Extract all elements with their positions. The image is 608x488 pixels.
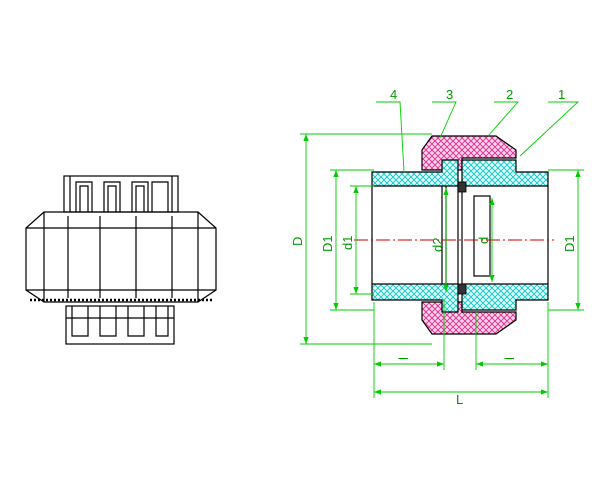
dimension-labels: D D1 d1 d2 d D1 l l L	[290, 235, 577, 407]
right-socket-top	[461, 159, 549, 187]
o-ring-seal	[457, 181, 467, 295]
dim-d2: d2	[430, 238, 445, 252]
callout-4: 4	[390, 87, 397, 102]
dim-d1: d1	[340, 236, 355, 250]
nut-thread	[462, 157, 516, 313]
bottom-socket	[65, 305, 175, 345]
left-socket-bottom	[371, 283, 459, 313]
pipe-union-external-view	[25, 175, 217, 345]
dim-l-left: l	[396, 357, 411, 360]
union-nut-body	[25, 211, 217, 303]
left-socket-top	[371, 159, 459, 187]
dim-L: L	[456, 392, 463, 407]
dim-D1-left: D1	[320, 235, 335, 252]
callout-3: 3	[446, 87, 453, 102]
dim-D: D	[290, 237, 305, 246]
dim-D1-right: D1	[562, 235, 577, 252]
callout-1: 1	[558, 87, 565, 102]
callout-leaders	[376, 101, 580, 173]
dim-d: d	[476, 237, 491, 244]
callout-2: 2	[506, 87, 513, 102]
callout-numbers: 4 3 2 1	[390, 87, 565, 102]
pipe-union-sectional-view	[354, 135, 554, 335]
dimension-lines	[300, 133, 584, 398]
dim-l-right: l	[502, 357, 517, 360]
right-socket-bottom	[461, 283, 549, 311]
top-socket	[63, 175, 179, 213]
